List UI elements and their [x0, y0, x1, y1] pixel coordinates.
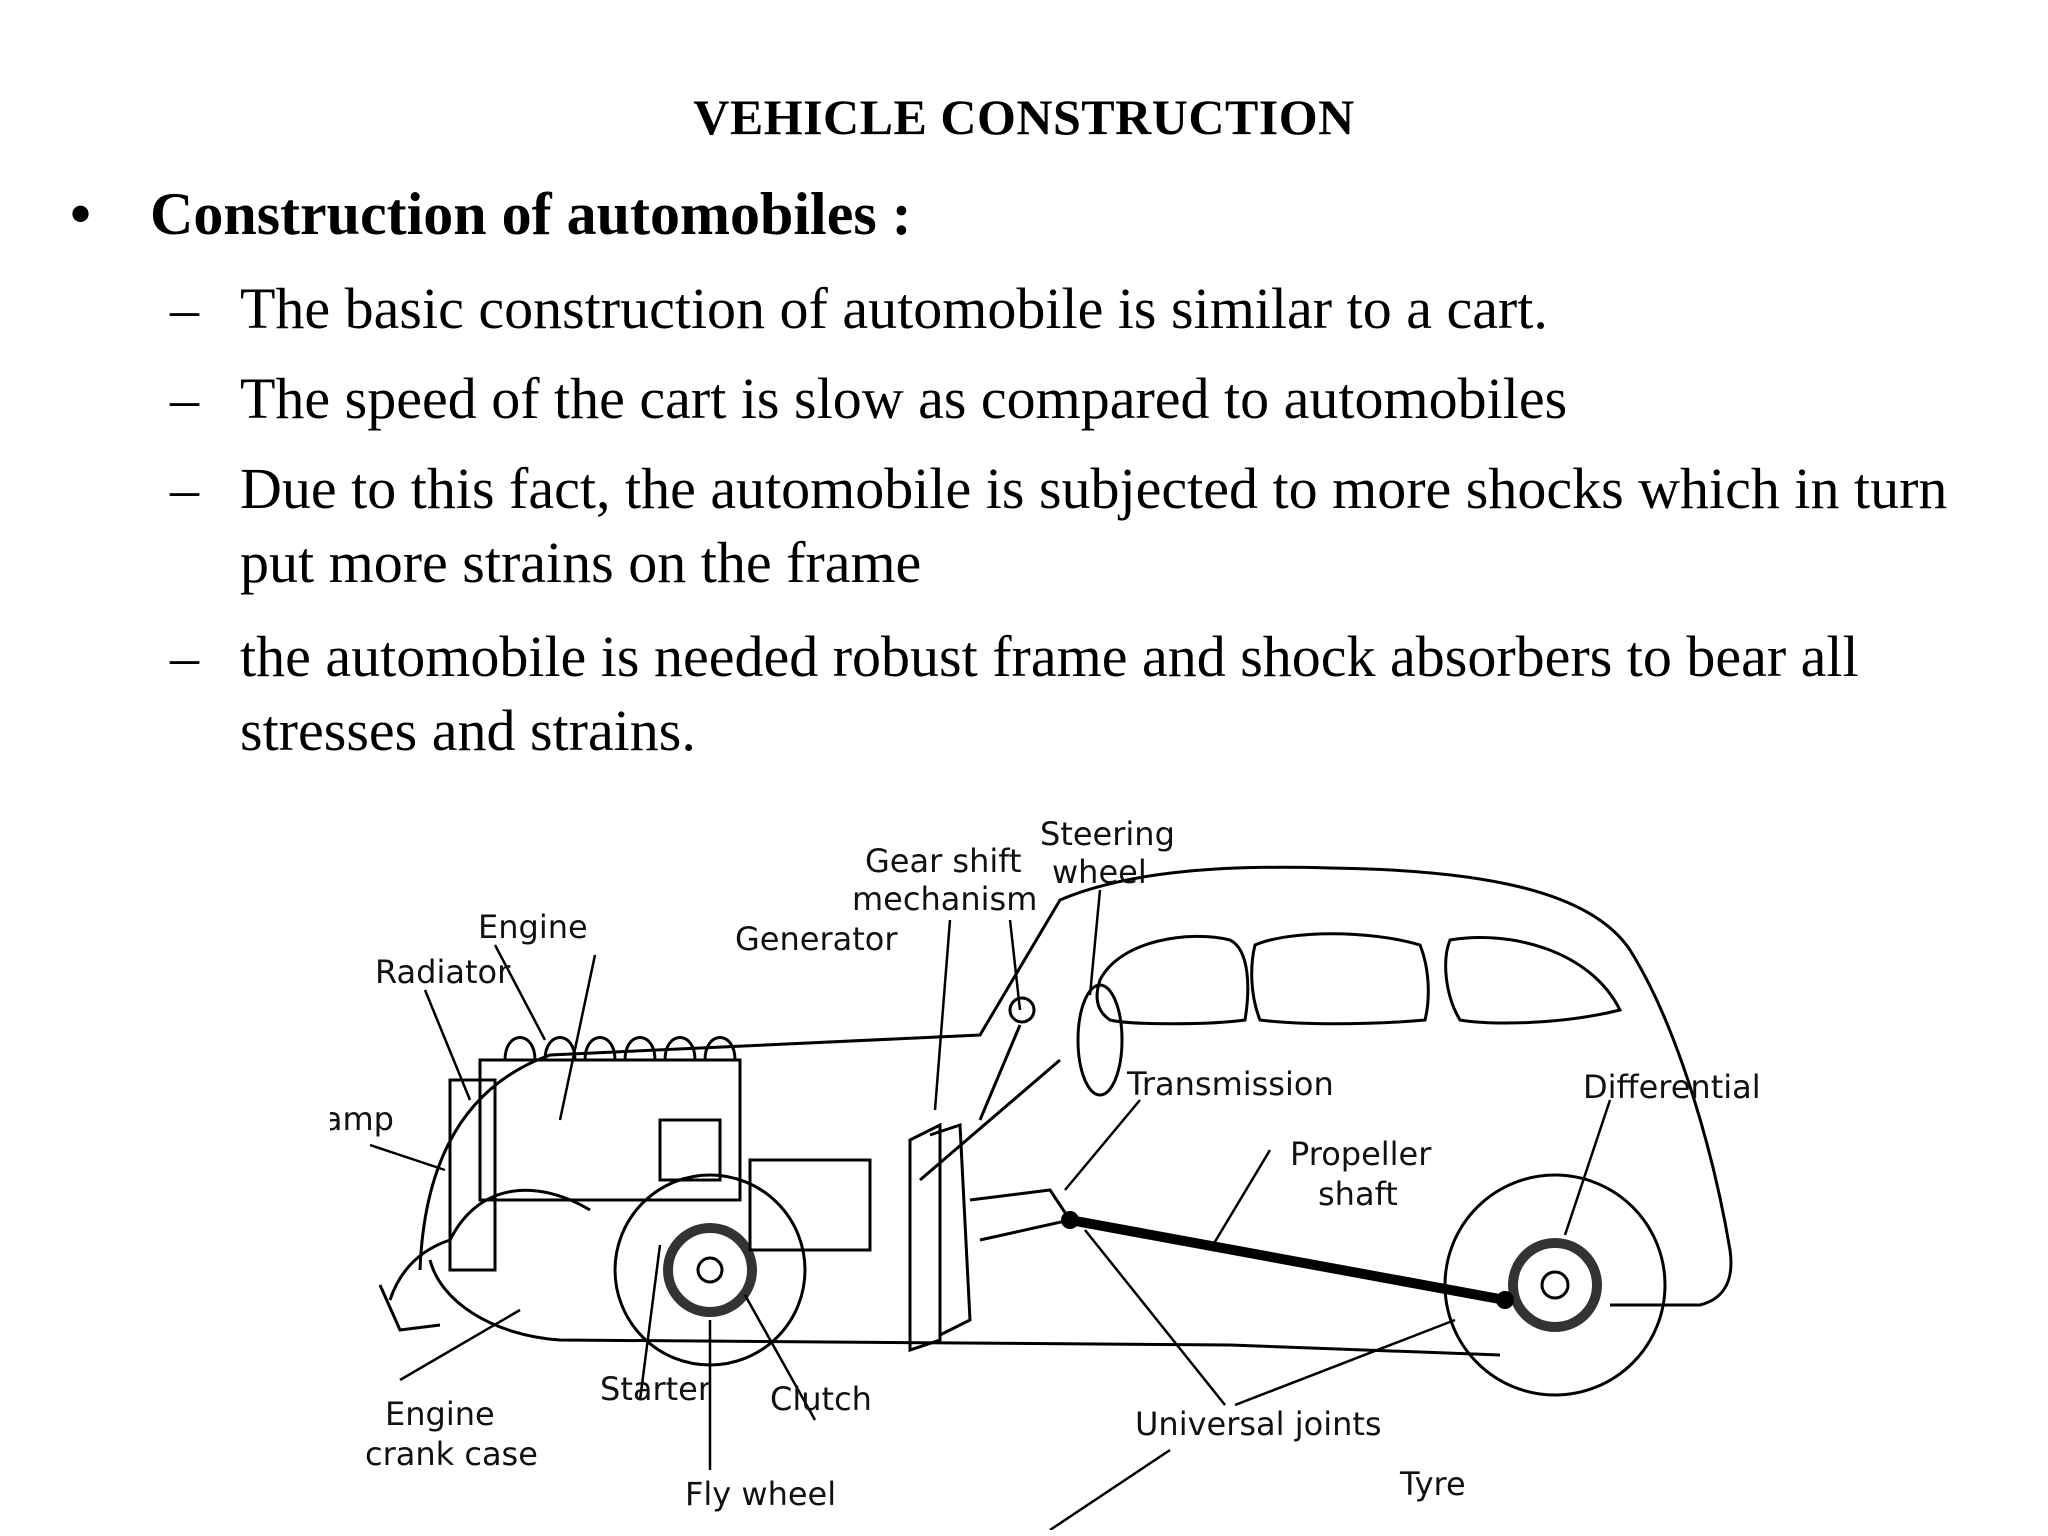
label-steering-wheel-1: Steering — [1040, 815, 1175, 853]
window-rear — [1444, 936, 1623, 1025]
gear-lever — [978, 1024, 1022, 1121]
engine-block — [478, 1058, 742, 1202]
label-tyre: Tyre — [1399, 1465, 1466, 1503]
label-steering-wheel-2: wheel — [1052, 853, 1147, 891]
propeller-shaft — [1069, 1215, 1506, 1305]
window-front — [1095, 934, 1250, 1026]
gear-knob — [1008, 996, 1036, 1024]
label-gear-shift-2: mechanism — [852, 880, 1037, 918]
vehicle-diagram: Steering wheel Gear shift mechanism Engi… — [330, 780, 1930, 1530]
label-starter: Starter — [600, 1370, 712, 1408]
bumper — [378, 1284, 441, 1332]
point-text: The speed of the cart is slow as compare… — [240, 366, 1568, 431]
label-radiator: Radiator — [375, 953, 511, 991]
label-transmission: Transmission — [1126, 1065, 1334, 1103]
clutch-plate — [929, 1122, 972, 1337]
label-engine-crank-2: crank case — [365, 1435, 538, 1473]
point-text: the automobile is needed robust frame an… — [240, 624, 1859, 763]
heading-text: Construction of automobiles : — [150, 181, 912, 247]
front-fender — [388, 1188, 591, 1301]
front-wheel-rim — [663, 1223, 757, 1317]
label-gear-shift-1: Gear shift — [865, 842, 1022, 880]
radiator-core — [448, 1078, 497, 1272]
label-generator: Generator — [735, 920, 898, 958]
generator-unit — [658, 1118, 722, 1182]
window-middle — [1250, 932, 1430, 1026]
front-hub — [696, 1256, 724, 1284]
rear-tyre — [1443, 1173, 1667, 1397]
rear-hub — [1540, 1270, 1570, 1300]
universal-joint-front — [1061, 1211, 1079, 1229]
label-universal-joints: Universal joints — [1135, 1405, 1382, 1443]
point-text: Due to this fact, the automobile is subj… — [240, 456, 1948, 595]
gearbox — [748, 1158, 872, 1252]
label-propeller-1: Propeller — [1290, 1135, 1432, 1173]
engine-cylinders — [503, 1036, 737, 1061]
car-body-outline — [418, 865, 1733, 1307]
label-engine: Engine — [478, 908, 588, 946]
dash-icon: – — [170, 276, 199, 341]
label-engine-crank-1: Engine — [385, 1395, 495, 1433]
car-floor — [428, 1259, 1501, 1357]
point-text: The basic construction of automobile is … — [240, 276, 1548, 341]
vehicle-diagram-svg: Steering wheel Gear shift mechanism Engi… — [330, 815, 1761, 1530]
universal-joint-rear — [1496, 1291, 1514, 1309]
label-differential: Differential — [1583, 1068, 1761, 1106]
label-propeller-2: shaft — [1318, 1175, 1398, 1213]
slide-title: VEHICLE CONSTRUCTION — [693, 89, 1355, 145]
label-clutch: Clutch — [770, 1380, 872, 1418]
transmission-housing — [969, 1188, 1073, 1242]
steering-wheel-shape — [1076, 983, 1124, 1097]
label-lamp: Lamp — [330, 1100, 394, 1138]
flywheel-disc — [908, 1122, 942, 1353]
bullet-icon: • — [70, 181, 92, 247]
dash-icon: – — [170, 366, 199, 431]
dash-icon: – — [170, 456, 199, 521]
rear-wheel-rim — [1508, 1238, 1602, 1332]
dash-icon: – — [170, 624, 199, 689]
label-fly-wheel: Fly wheel — [685, 1475, 836, 1513]
steering-column — [919, 1058, 1061, 1182]
